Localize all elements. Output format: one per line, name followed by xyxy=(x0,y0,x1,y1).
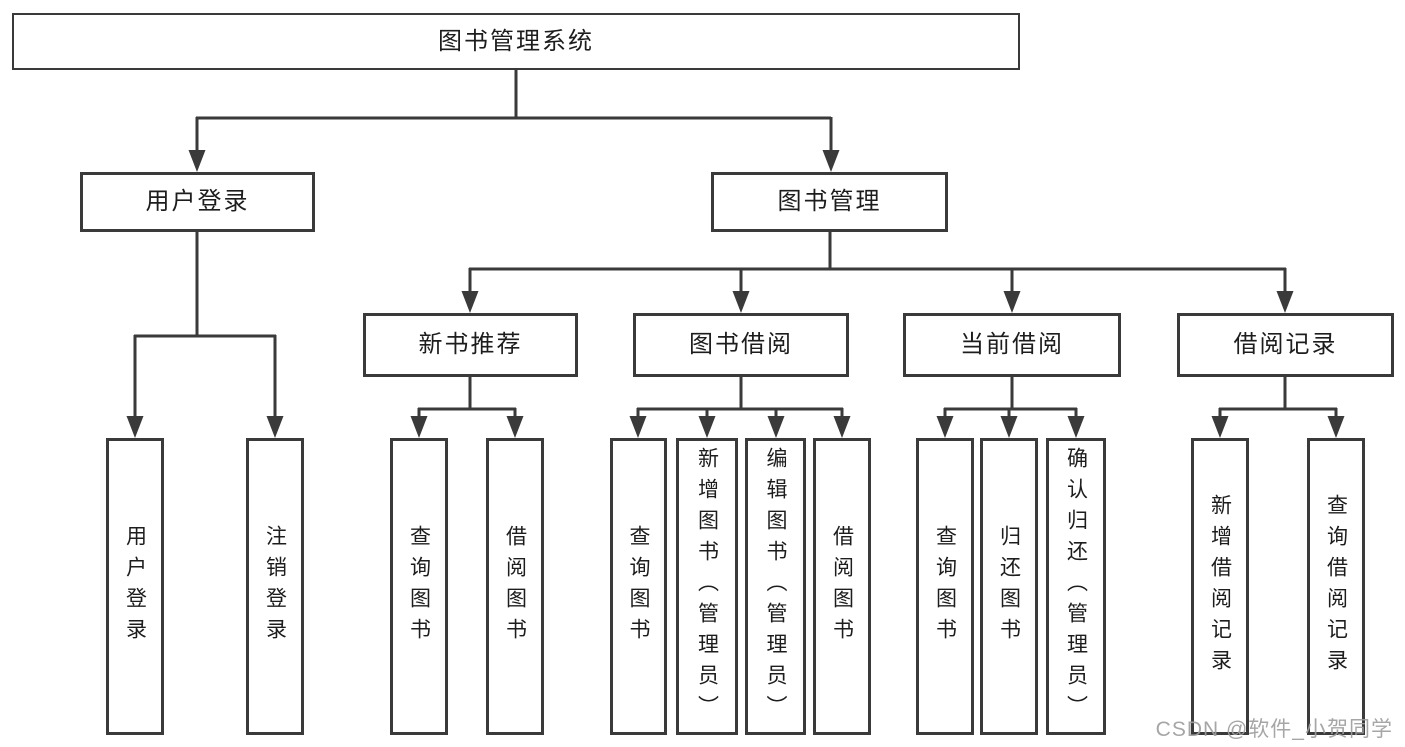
leaf-br-query-record: 查询借阅记录 xyxy=(1307,438,1365,735)
leaf-cb-query-books-label: 查询图书 xyxy=(933,524,957,649)
arrowhead-cb-return xyxy=(1000,416,1018,438)
arrowhead-bb-add xyxy=(698,416,716,438)
leaf-nb-borrow-books: 借阅图书 xyxy=(486,438,544,735)
leaf-bb-borrow-books: 借阅图书 xyxy=(813,438,871,735)
arrowhead-current-borrow xyxy=(1003,291,1021,313)
connector-book-borrow-split xyxy=(636,377,844,417)
node-user-login-label: 用户登录 xyxy=(145,188,250,215)
arrowhead-cb-query xyxy=(936,416,954,438)
arrowhead-leaf-logout xyxy=(266,416,284,438)
arrowhead-br-add xyxy=(1211,416,1229,438)
leaf-bb-query-books-label: 查询图书 xyxy=(627,524,650,649)
leaf-br-query-record-label: 查询借阅记录 xyxy=(1324,493,1348,680)
leaf-bb-add-books-admin: 新增图书（管理员） xyxy=(676,438,738,735)
leaf-user-login: 用户登录 xyxy=(106,438,164,735)
arrowhead-book-management xyxy=(822,150,840,172)
arrowhead-bb-query xyxy=(629,416,647,438)
arrowhead-bb-borrow xyxy=(833,416,851,438)
arrowhead-user-login xyxy=(188,150,206,172)
leaf-logout: 注销登录 xyxy=(246,438,304,735)
node-user-login: 用户登录 xyxy=(80,172,315,232)
arrowhead-bb-edit xyxy=(767,416,785,438)
connector-book-management-split xyxy=(468,232,1287,292)
node-library-system: 图书管理系统 xyxy=(12,13,1020,70)
node-library-system-label: 图书管理系统 xyxy=(438,27,594,55)
node-current-borrow-label: 当前借阅 xyxy=(960,331,1064,358)
node-new-book-recommend-label: 新书推荐 xyxy=(418,331,523,358)
arrowhead-leaf-user-login xyxy=(126,416,144,438)
connector-new-book-split xyxy=(417,377,517,417)
leaf-bb-borrow-books-label: 借阅图书 xyxy=(830,524,854,649)
node-current-borrow: 当前借阅 xyxy=(903,313,1121,377)
node-book-borrow: 图书借阅 xyxy=(633,313,849,377)
leaf-cb-return-books: 归还图书 xyxy=(980,438,1038,735)
node-borrow-records: 借阅记录 xyxy=(1177,313,1394,377)
node-book-management: 图书管理 xyxy=(711,172,948,232)
leaf-logout-label: 注销登录 xyxy=(263,524,287,649)
leaf-user-login-label: 用户登录 xyxy=(123,524,147,649)
arrowhead-nb-borrow xyxy=(506,416,524,438)
watermark-text: CSDN @软件_小贺同学 xyxy=(1155,718,1393,741)
leaf-bb-query-books: 查询图书 xyxy=(610,438,667,735)
leaf-nb-borrow-books-label: 借阅图书 xyxy=(503,524,527,649)
connector-borrow-records-split xyxy=(1218,377,1338,417)
arrowhead-borrow-records xyxy=(1276,291,1294,313)
node-book-management-label: 图书管理 xyxy=(777,188,882,215)
leaf-nb-query-books: 查询图书 xyxy=(390,438,448,735)
leaf-cb-query-books: 查询图书 xyxy=(916,438,974,735)
arrowhead-cb-confirm xyxy=(1067,416,1085,438)
arrowhead-book-borrow xyxy=(732,291,750,313)
leaf-bb-edit-books-admin: 编辑图书（管理员） xyxy=(745,438,806,735)
leaf-nb-query-books-label: 查询图书 xyxy=(407,524,431,649)
leaf-br-add-record: 新增借阅记录 xyxy=(1191,438,1249,735)
connector-user-login-split xyxy=(133,232,277,417)
leaf-cb-confirm-return-admin-label: 确认归还（管理员） xyxy=(1064,447,1088,726)
arrowhead-new-book xyxy=(461,291,479,313)
connector-current-borrow-split xyxy=(943,377,1078,417)
node-borrow-records-label: 借阅记录 xyxy=(1233,331,1338,358)
connector-root-split xyxy=(195,70,833,151)
arrowhead-nb-query xyxy=(410,416,428,438)
arrowhead-br-query xyxy=(1327,416,1345,438)
leaf-cb-return-books-label: 归还图书 xyxy=(997,524,1021,649)
node-book-borrow-label: 图书借阅 xyxy=(689,331,793,358)
leaf-cb-confirm-return-admin: 确认归还（管理员） xyxy=(1046,438,1106,735)
leaf-bb-edit-books-admin-label: 编辑图书（管理员） xyxy=(764,447,787,726)
leaf-bb-add-books-admin-label: 新增图书（管理员） xyxy=(695,447,719,726)
leaf-br-add-record-label: 新增借阅记录 xyxy=(1208,493,1232,680)
node-new-book-recommend: 新书推荐 xyxy=(363,313,578,377)
